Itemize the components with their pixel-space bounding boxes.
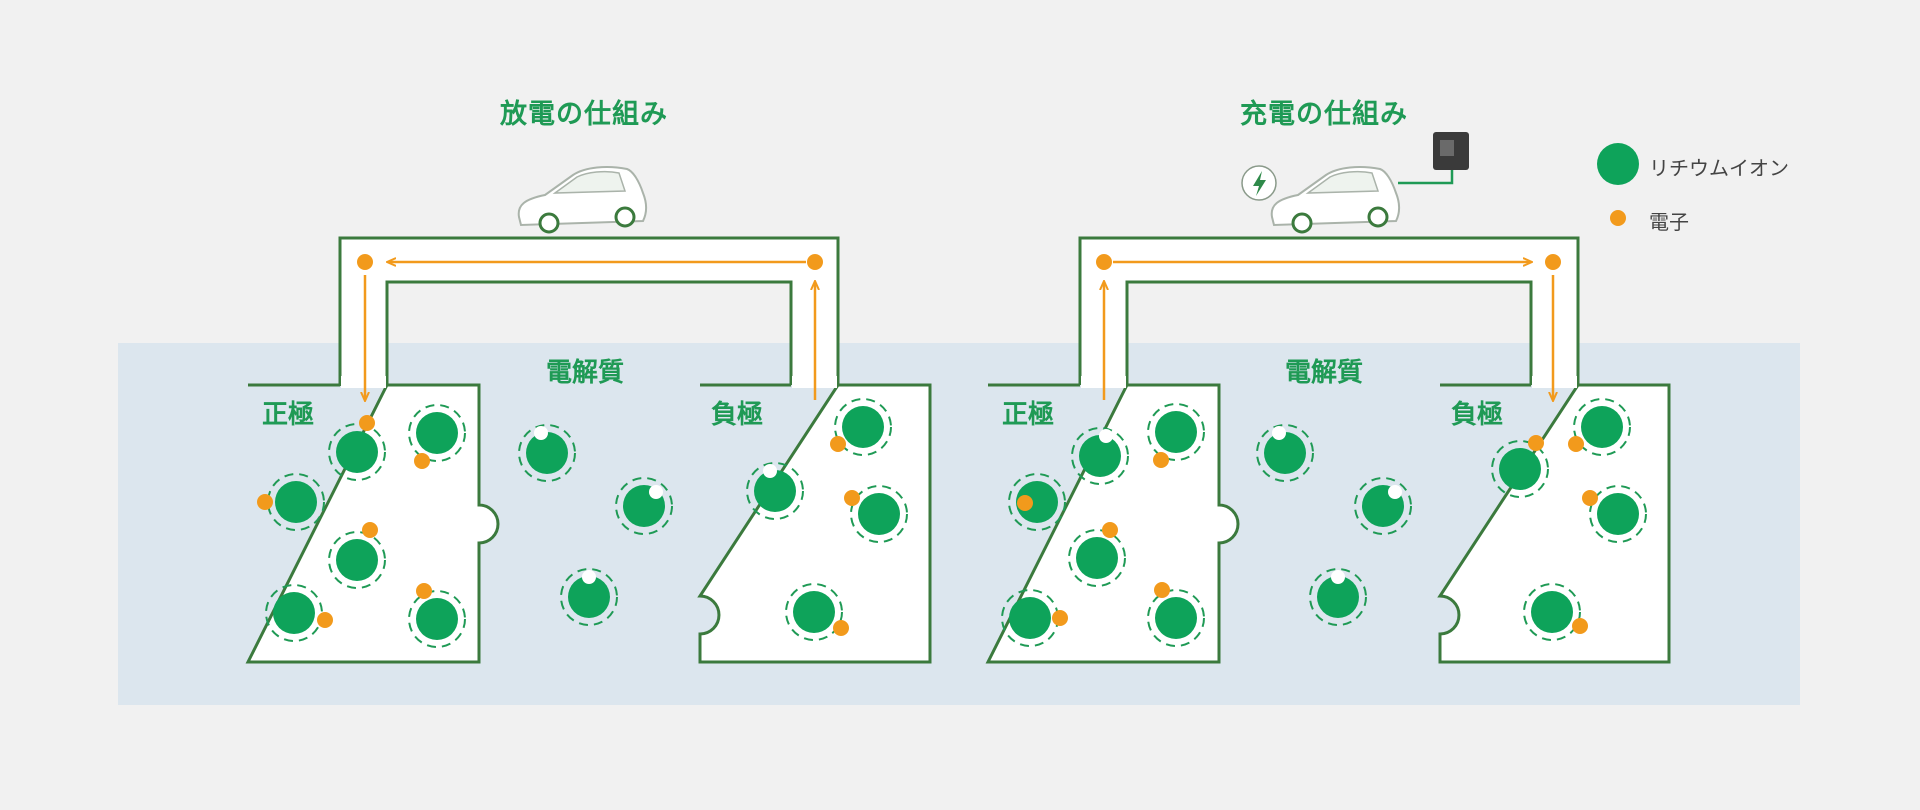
ion-shell xyxy=(1068,529,1126,587)
ion-shell xyxy=(560,568,618,626)
ion-shell xyxy=(1071,427,1129,485)
ion-shell xyxy=(1523,583,1581,641)
lithium-ion xyxy=(336,431,378,473)
legend-electron-marker xyxy=(1610,210,1626,226)
lithium-ion xyxy=(793,591,835,633)
ion-shell xyxy=(850,485,908,543)
ion-shell xyxy=(785,583,843,641)
legend-lithium-ion-label: リチウムイオン xyxy=(1649,156,1789,180)
ion-shell xyxy=(1147,403,1205,461)
ion-shell xyxy=(1354,477,1412,535)
charge-wire xyxy=(1078,236,1580,385)
legend-lithium-ion-marker xyxy=(1597,143,1639,185)
lithium-ion xyxy=(416,412,458,454)
electron xyxy=(257,494,273,510)
electron xyxy=(1102,522,1118,538)
ion-vacancy xyxy=(1099,429,1113,443)
legend xyxy=(1597,143,1639,226)
lithium-ion xyxy=(1581,406,1623,448)
particles-layer xyxy=(257,398,1647,648)
electron xyxy=(416,583,432,599)
ion-shell xyxy=(408,404,466,462)
lithium-ion xyxy=(754,470,796,512)
lithium-ion xyxy=(273,592,315,634)
ion-vacancy xyxy=(649,485,663,499)
ion-shell xyxy=(1256,424,1314,482)
lithium-ion xyxy=(1264,432,1306,474)
lithium-ion xyxy=(1499,448,1541,490)
electron xyxy=(362,522,378,538)
discharge-positive-label: 正極 xyxy=(262,400,315,430)
charge-electrolyte-label: 電解質 xyxy=(1285,358,1364,388)
lithium-ion xyxy=(842,406,884,448)
charge-title: 充電の仕組み xyxy=(1240,99,1408,130)
electron xyxy=(1568,436,1584,452)
ion-vacancy xyxy=(582,570,596,584)
electron xyxy=(1154,582,1170,598)
lithium-ion xyxy=(1317,576,1359,618)
ion-shell xyxy=(267,473,325,531)
ion-shell xyxy=(1147,589,1205,647)
ion-vacancy xyxy=(534,426,548,440)
lithium-ion xyxy=(1079,435,1121,477)
electron xyxy=(1017,495,1033,511)
lithium-ion xyxy=(1155,411,1197,453)
lithium-ion xyxy=(568,576,610,618)
ion-vacancy xyxy=(1388,485,1402,499)
electron xyxy=(414,453,430,469)
legend-electron-label: 電子 xyxy=(1649,210,1689,234)
ion-shell xyxy=(1309,568,1367,626)
charger-icon xyxy=(1398,132,1469,185)
ion-shell xyxy=(1573,398,1631,456)
lithium-ion xyxy=(526,432,568,474)
lithium-ion xyxy=(336,539,378,581)
lithium-ion xyxy=(1076,537,1118,579)
electron xyxy=(830,436,846,452)
electron xyxy=(1572,618,1588,634)
car-icon xyxy=(517,166,647,234)
lithium-ion xyxy=(275,481,317,523)
electron xyxy=(1528,435,1544,451)
ion-shell xyxy=(834,398,892,456)
lithium-ion xyxy=(1531,591,1573,633)
discharge-negative-label: 負極 xyxy=(711,400,764,430)
ion-shell xyxy=(746,462,804,520)
car-icon xyxy=(1270,166,1400,234)
lithium-ion xyxy=(1016,481,1058,523)
ion-shell xyxy=(1589,485,1647,543)
lightning-icon xyxy=(1241,165,1277,201)
electron xyxy=(1582,490,1598,506)
lithium-ion xyxy=(416,598,458,640)
ion-shell xyxy=(1008,473,1066,531)
lithium-ion xyxy=(1597,493,1639,535)
ion-vacancy xyxy=(1331,570,1345,584)
electron xyxy=(359,415,375,431)
electron xyxy=(844,490,860,506)
lithium-ion xyxy=(1009,597,1051,639)
ion-shell xyxy=(408,590,466,648)
electron xyxy=(317,612,333,628)
ion-shell xyxy=(518,424,576,482)
charge-negative-label: 負極 xyxy=(1451,400,1504,430)
lithium-ion xyxy=(1155,597,1197,639)
electron xyxy=(1052,610,1068,626)
charge-positive-label: 正極 xyxy=(1002,400,1055,430)
discharge-title: 放電の仕組み xyxy=(500,99,668,130)
ion-vacancy xyxy=(1272,426,1286,440)
ion-shell xyxy=(328,423,386,481)
lithium-ion xyxy=(858,493,900,535)
ion-shell xyxy=(1491,440,1549,498)
ion-shell xyxy=(615,477,673,535)
discharge-electrolyte-label: 電解質 xyxy=(546,358,625,388)
ion-shell xyxy=(328,531,386,589)
electron xyxy=(1153,452,1169,468)
electron xyxy=(833,620,849,636)
ion-vacancy xyxy=(763,464,777,478)
